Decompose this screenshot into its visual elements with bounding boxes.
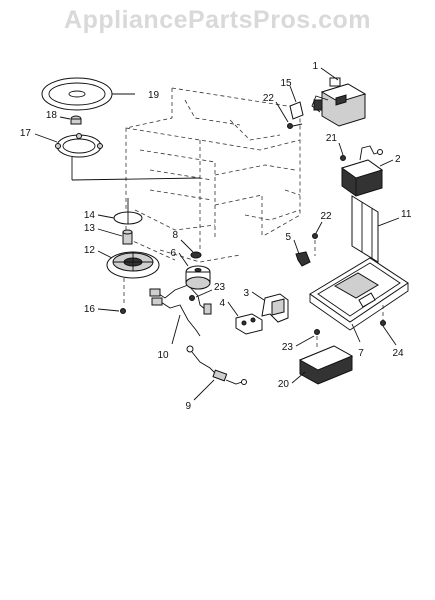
- leader-line: [382, 325, 397, 346]
- cam: [190, 251, 202, 259]
- frame-panel: [351, 195, 379, 263]
- callout-18: 18: [46, 110, 58, 121]
- callout-6: 6: [170, 248, 176, 259]
- leader-line: [180, 239, 194, 253]
- callout-5: 5: [285, 232, 291, 243]
- leader-line: [338, 142, 344, 156]
- screw: [189, 295, 195, 301]
- leader-line: [377, 217, 400, 227]
- callout-1: 1: [312, 61, 318, 72]
- callout-14: 14: [84, 210, 96, 221]
- callout-2: 2: [395, 154, 401, 165]
- leader-line: [320, 67, 339, 81]
- mounting-clip: [295, 251, 311, 267]
- screw: [340, 155, 346, 161]
- callout-22-upper: 22: [263, 93, 275, 104]
- glass-turntable-tray: [41, 77, 113, 111]
- callout-20: 20: [278, 379, 290, 390]
- screw: [120, 308, 126, 314]
- leader-line: [293, 239, 300, 255]
- screw: [287, 123, 303, 129]
- callout-3: 3: [243, 288, 249, 299]
- callout-17: 17: [20, 128, 32, 139]
- leader-line: [291, 371, 306, 384]
- leader-line: [193, 379, 215, 401]
- turntable-coupler: [70, 115, 82, 125]
- leader-line: [97, 228, 123, 237]
- leader-line: [251, 291, 265, 301]
- callout-21: 21: [326, 133, 338, 144]
- callout-22-lower: 22: [320, 211, 332, 222]
- callout-23-lower: 23: [282, 342, 294, 353]
- callout-11: 11: [401, 209, 412, 220]
- watermark-logo: AppliancePartsPros.com: [64, 6, 371, 34]
- leader-line: [195, 289, 213, 298]
- callout-9: 9: [185, 401, 191, 412]
- leader-line: [289, 85, 297, 103]
- magnetron: [311, 77, 367, 127]
- callout-23-upper: 23: [214, 282, 226, 293]
- high-voltage-transformer: [340, 145, 384, 197]
- callout-13: 13: [84, 223, 96, 234]
- cabinet-outline: [125, 87, 301, 263]
- capacitor-bracket: [298, 345, 354, 385]
- magnetron-bracket: [289, 101, 304, 120]
- leader-line: [295, 335, 315, 347]
- leader-line: [171, 314, 181, 345]
- leader-line: [178, 252, 189, 267]
- motor-bracket: [97, 198, 143, 225]
- leader-line: [71, 177, 201, 181]
- callout-7: 7: [358, 348, 364, 359]
- drive-shaft: [122, 229, 133, 245]
- wire-harness: [149, 284, 212, 337]
- leader-line: [315, 221, 323, 234]
- screw: [380, 320, 386, 326]
- turntable-support: [106, 251, 160, 279]
- leader-line: [275, 101, 289, 123]
- callout-8: 8: [172, 230, 178, 241]
- screw: [312, 233, 318, 239]
- callout-15: 15: [280, 78, 292, 89]
- callout-16: 16: [84, 304, 96, 315]
- turntable-motor: [185, 265, 211, 290]
- leader-line: [351, 323, 361, 343]
- callout-10: 10: [157, 350, 169, 361]
- leader-line: [379, 159, 394, 167]
- callout-12: 12: [84, 245, 96, 256]
- switch-block: [235, 313, 263, 335]
- roller-support-ring: [55, 133, 103, 158]
- thermal-fuse: [186, 345, 247, 385]
- callout-19: 19: [148, 90, 160, 101]
- leader-line: [97, 308, 120, 312]
- callout-4: 4: [219, 298, 225, 309]
- callout-24: 24: [392, 348, 404, 359]
- base-plate: [309, 257, 409, 331]
- leader-line: [34, 133, 58, 143]
- interlock-bracket: [261, 293, 289, 323]
- screw: [314, 329, 320, 335]
- leader-line: [227, 301, 239, 317]
- leader-line: [59, 116, 71, 120]
- leader-line: [97, 250, 113, 259]
